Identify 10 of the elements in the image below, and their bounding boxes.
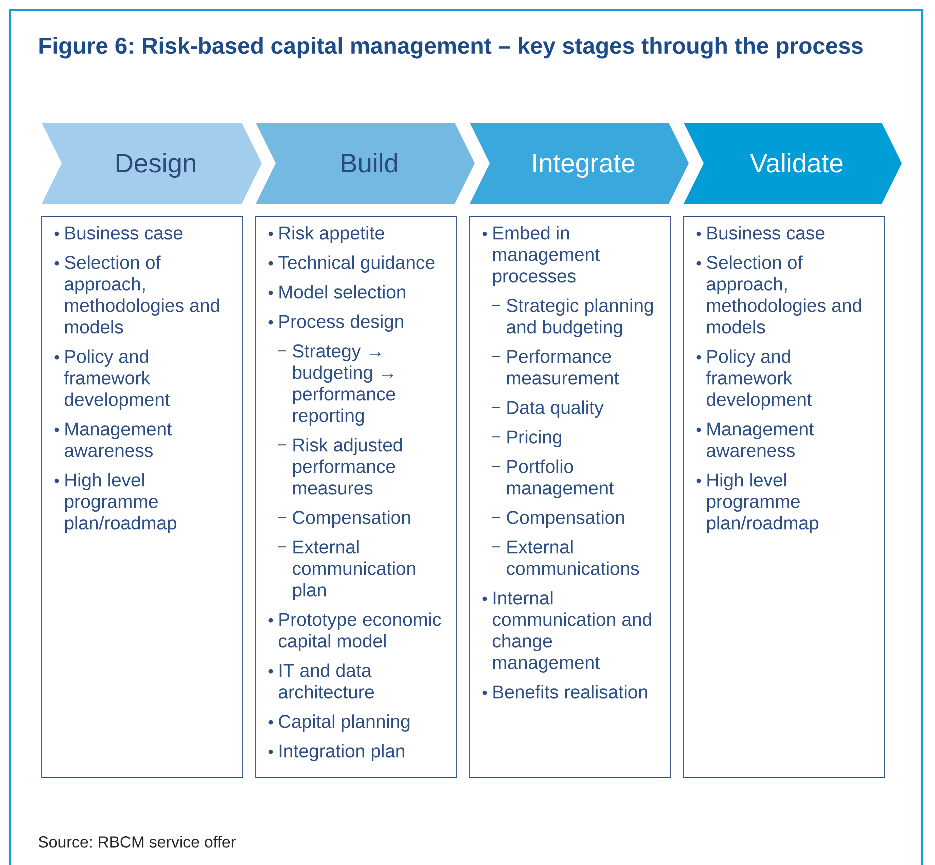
stage-band: Build (256, 123, 475, 204)
title: Figure 6: Risk-based capital management – key stages through the process (40, 37, 863, 59)
source-note: Source: RBCM service offer (38, 836, 236, 848)
stage-list-box: Business case Selection of approach, methodologies and models Policy and framework development Management awareness High level programme plan/roadmap (42, 216, 244, 778)
stage-list-box: Risk appetite Technical guidance Model selection Process design Strategy → budgeting → performance reporting Risk adjusted performance measures Compensation External communication plan Prototype economic capital model IT and data architecture Capital planning Integration plan (256, 216, 458, 778)
stage-band: Validate (684, 123, 902, 204)
stage-band: Design (42, 123, 262, 204)
stage-list-box: Embed in management processes Strategic planning and budgeting Performance measurement Data quality Pricing Portfolio management Compensation External communications Internal communication and change management Benefits realisation (470, 216, 672, 778)
stage-band: Integrate (470, 123, 689, 204)
stage-list-box: Business case Selection of approach, methodologies and models Policy and framework development Management awareness High level programme plan/roadmap (684, 216, 886, 778)
